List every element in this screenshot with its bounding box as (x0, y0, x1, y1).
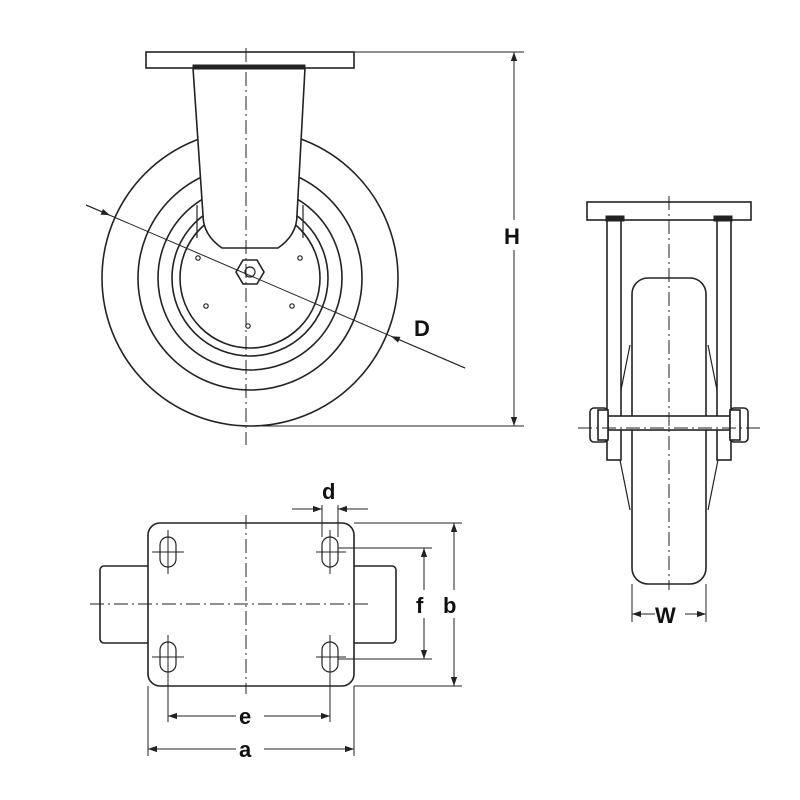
side-view: D H (85, 48, 530, 445)
dim-D-arrow-left (85, 204, 111, 216)
b-label-bg (440, 590, 466, 618)
W-label-bg (655, 600, 685, 628)
hub-hole (289, 303, 295, 309)
label-W: W (655, 603, 676, 628)
label-D: D (414, 316, 430, 341)
label-d: d (322, 479, 335, 504)
a-label-bg (236, 736, 264, 762)
axle-center (244, 266, 256, 278)
weld-left (605, 215, 625, 222)
label-b: b (443, 593, 456, 618)
fork-body (192, 67, 306, 249)
label-H: H (504, 224, 520, 249)
bolt-nut-right-inner (729, 409, 741, 441)
hub-hole (297, 255, 303, 261)
weld-right (713, 215, 733, 222)
hub-hole (195, 255, 201, 261)
top-view: d f b e a (90, 479, 466, 762)
front-view: W (578, 196, 760, 628)
mounting-plate (147, 522, 355, 687)
e-label-bg (236, 703, 264, 729)
label-e: e (239, 704, 251, 729)
hub-hole (203, 303, 209, 309)
H-label-bg (500, 220, 530, 250)
hub-hole (245, 323, 251, 329)
bolt-nut-left-inner (597, 409, 609, 441)
dim-D-arrow-right (390, 335, 466, 369)
label-f: f (416, 593, 424, 618)
plate-weld (192, 64, 306, 70)
f-label-bg (412, 590, 436, 618)
label-a: a (239, 737, 252, 762)
axle-hex-nut (235, 259, 265, 285)
